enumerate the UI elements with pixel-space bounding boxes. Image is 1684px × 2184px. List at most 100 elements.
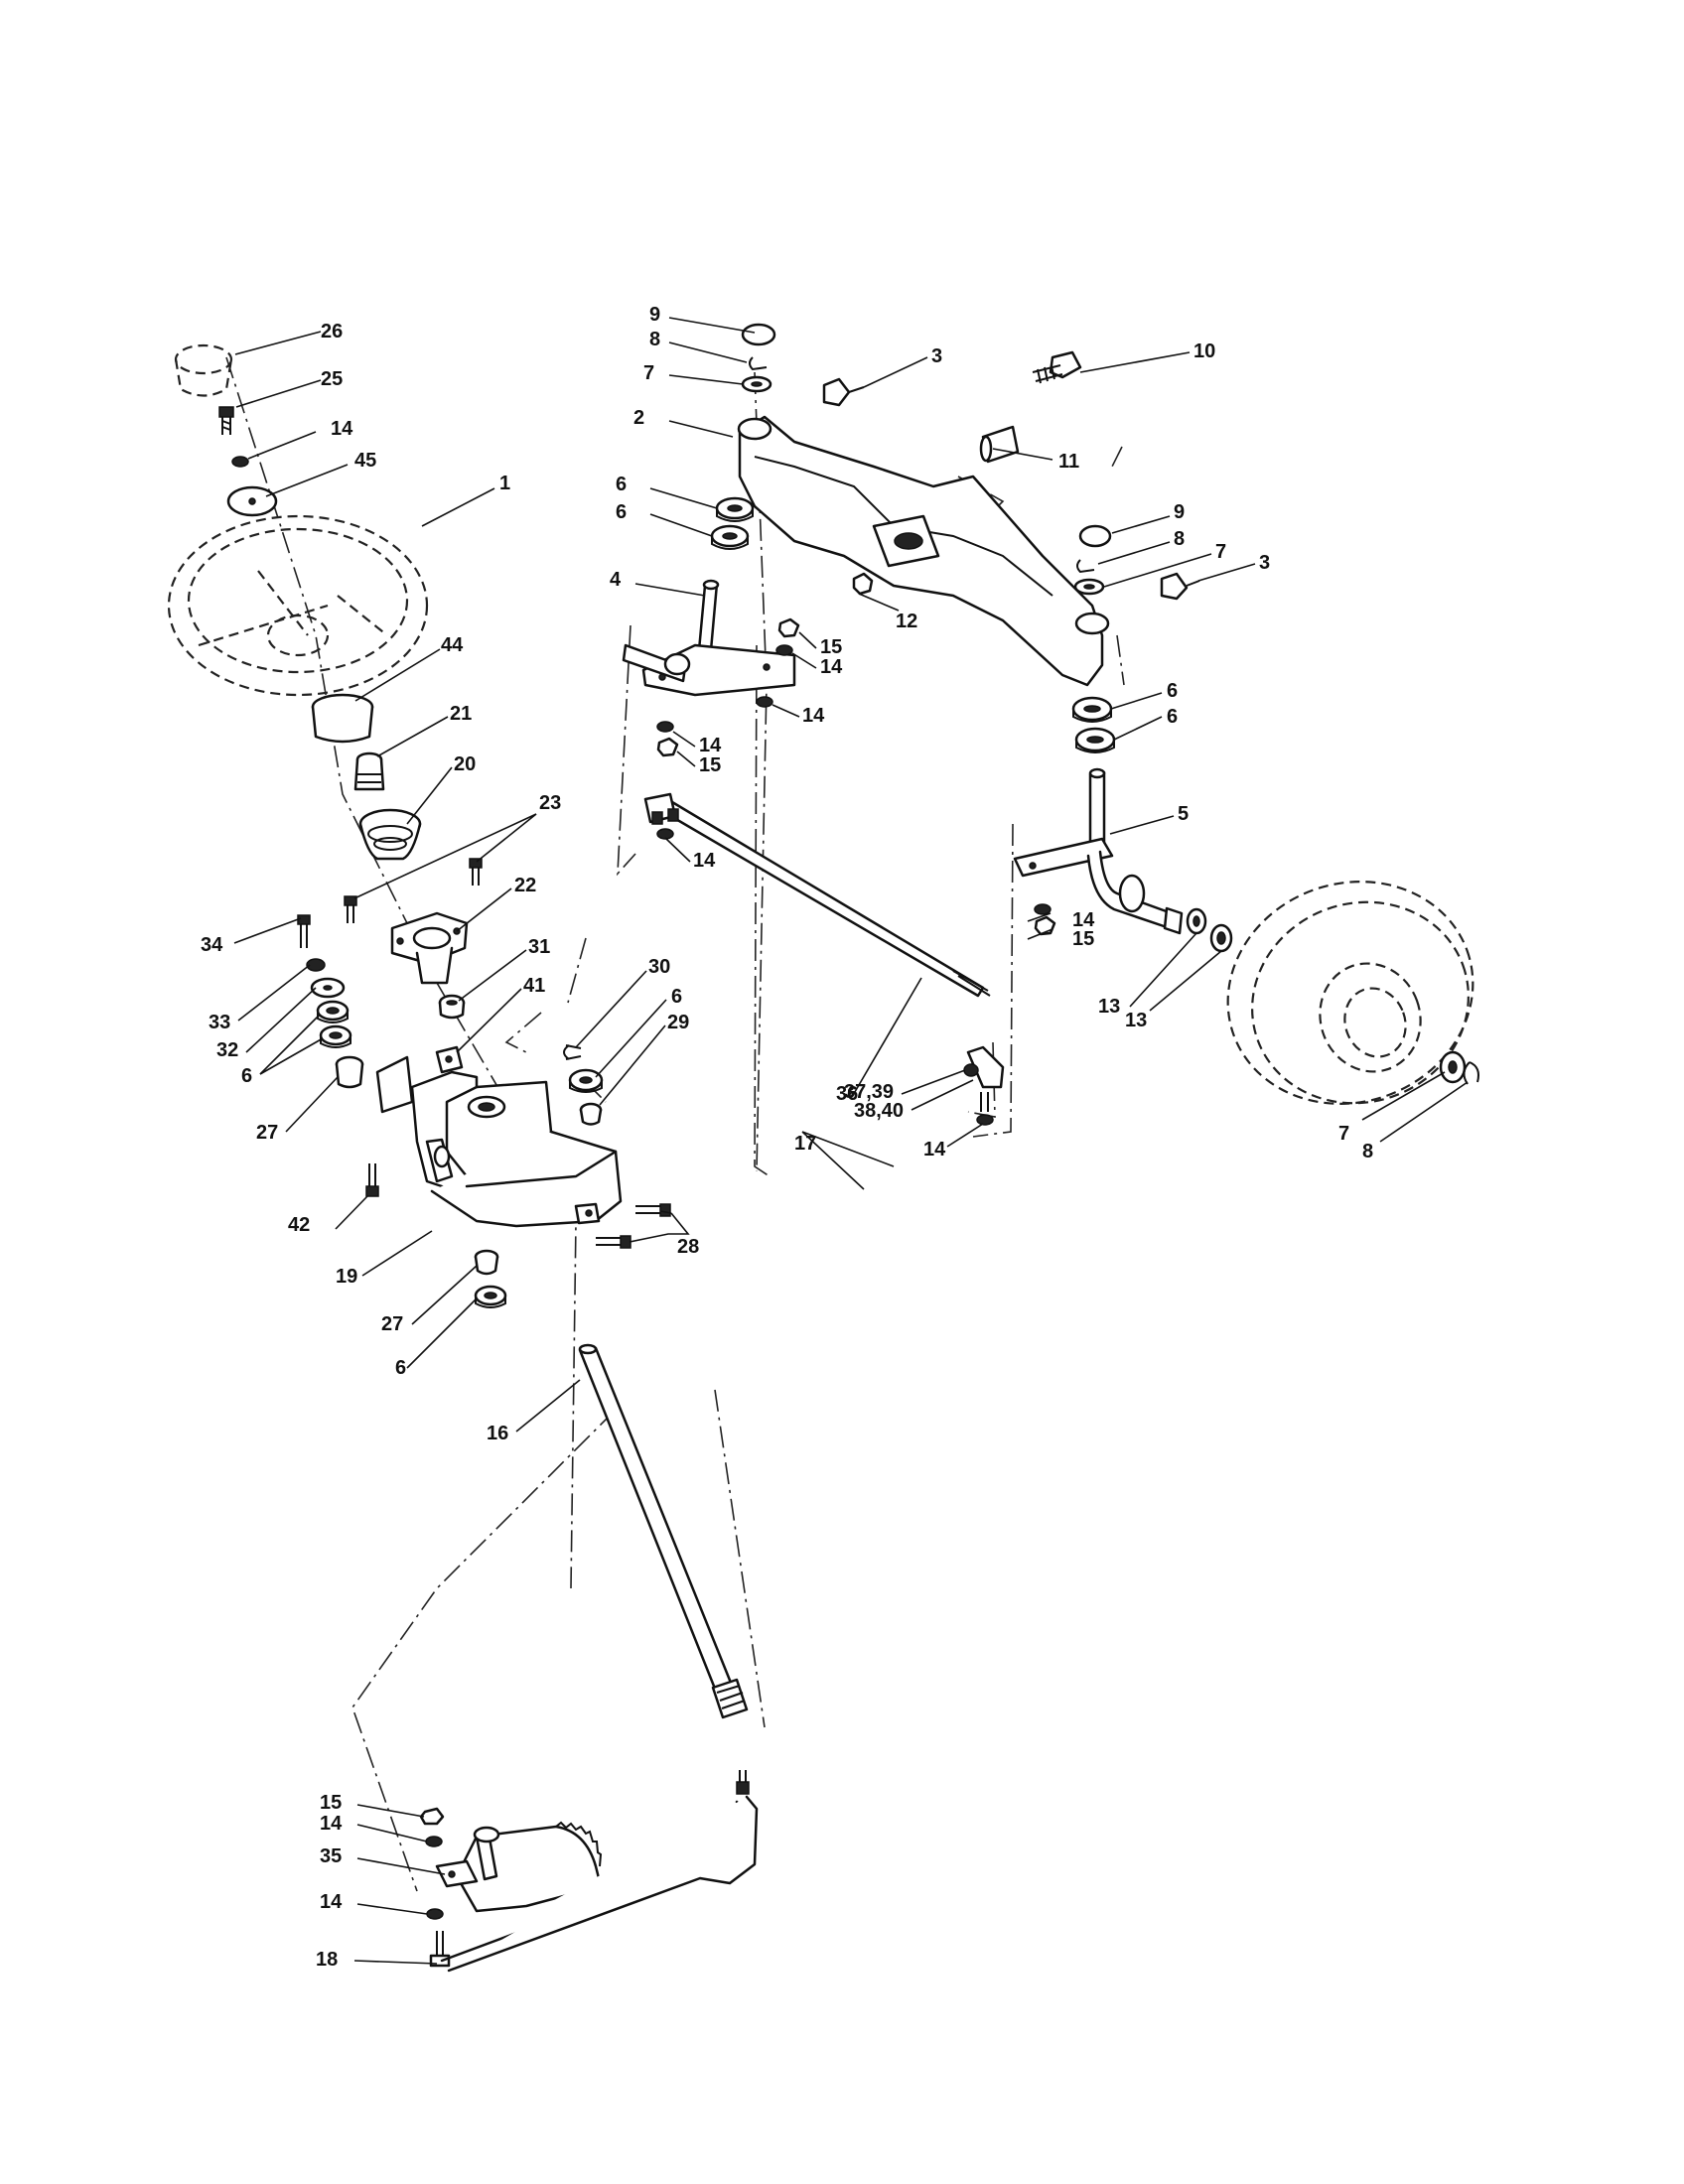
callout-42: 42 bbox=[288, 1214, 310, 1236]
callout-6: 6 bbox=[1167, 680, 1178, 702]
callout-5: 5 bbox=[1178, 803, 1189, 825]
callout-14: 14 bbox=[1072, 909, 1095, 931]
callout-45: 45 bbox=[354, 450, 376, 472]
bushing-6d bbox=[474, 1285, 507, 1308]
nut-15b bbox=[656, 737, 679, 757]
callout-14: 14 bbox=[923, 1139, 946, 1160]
lock-washer-33 bbox=[306, 958, 326, 972]
callout-16: 16 bbox=[487, 1423, 508, 1444]
callout-14: 14 bbox=[820, 656, 843, 678]
washer-13b bbox=[1209, 923, 1233, 953]
bushing-6f bbox=[710, 524, 750, 550]
callout-13: 13 bbox=[1125, 1010, 1147, 1031]
callout-7: 7 bbox=[643, 362, 654, 384]
callout-6: 6 bbox=[395, 1357, 406, 1379]
cap-9a bbox=[741, 323, 776, 346]
steering-cap-part bbox=[174, 343, 233, 397]
callout-21: 21 bbox=[450, 703, 472, 725]
callout-25: 25 bbox=[321, 368, 343, 390]
callout-13: 13 bbox=[1098, 996, 1120, 1018]
washer-14h bbox=[425, 1836, 443, 1847]
callout-44: 44 bbox=[441, 634, 464, 656]
washer-7a bbox=[741, 375, 772, 393]
washer-13a bbox=[1186, 907, 1207, 935]
callout-2: 2 bbox=[633, 407, 644, 429]
steering-bushing-part bbox=[311, 693, 374, 744]
tie-rod-part bbox=[643, 792, 991, 998]
washer-7c bbox=[1439, 1050, 1467, 1084]
callout-27: 27 bbox=[381, 1313, 403, 1335]
callout-23: 23 bbox=[539, 792, 561, 814]
bushing-6b bbox=[319, 1024, 352, 1048]
lock-washer-top bbox=[231, 456, 249, 468]
bushing-31 bbox=[438, 994, 466, 1020]
callout-6: 6 bbox=[241, 1065, 252, 1087]
steering-washer-part bbox=[226, 485, 278, 517]
callout-11: 11 bbox=[1058, 451, 1079, 473]
front-wheel-part bbox=[1226, 881, 1474, 1105]
steering-boot-part bbox=[358, 808, 422, 861]
axle-spacer bbox=[979, 425, 1020, 464]
steering-shaft-part bbox=[578, 1343, 749, 1719]
callout-14: 14 bbox=[320, 1891, 343, 1913]
bushing-6g bbox=[1071, 696, 1113, 723]
callout-22: 22 bbox=[514, 875, 536, 896]
fitting-3a bbox=[822, 377, 865, 407]
callout-9: 9 bbox=[1174, 501, 1185, 523]
callout-15: 15 bbox=[699, 754, 721, 776]
callout-10: 10 bbox=[1193, 341, 1215, 362]
clip-8a bbox=[749, 356, 768, 371]
callout-15: 15 bbox=[320, 1792, 342, 1814]
callout-14: 14 bbox=[331, 418, 353, 440]
callout-6: 6 bbox=[1167, 706, 1178, 728]
callout-19: 19 bbox=[336, 1266, 357, 1288]
bolt-18 bbox=[429, 1931, 451, 1968]
clip-30 bbox=[563, 1044, 582, 1060]
callout-26: 26 bbox=[321, 321, 343, 342]
washer-14f bbox=[1034, 903, 1052, 915]
spacer-27a bbox=[335, 1055, 364, 1089]
leader-lines bbox=[233, 317, 1469, 1965]
callout-8: 8 bbox=[649, 329, 660, 350]
clip-8b bbox=[1076, 559, 1095, 574]
callout-35: 35 bbox=[320, 1845, 342, 1867]
callout-28: 28 bbox=[677, 1236, 699, 1258]
callout-38-40: 38,40 bbox=[854, 1100, 904, 1122]
cap-9b bbox=[1078, 524, 1112, 548]
washer-14i bbox=[426, 1908, 444, 1920]
callout-7: 7 bbox=[1338, 1123, 1349, 1145]
callout-14: 14 bbox=[693, 850, 716, 872]
callout-12: 12 bbox=[896, 611, 917, 632]
callout-6: 6 bbox=[616, 474, 627, 495]
callout-4: 4 bbox=[610, 569, 622, 591]
callout-8: 8 bbox=[1174, 528, 1185, 550]
bushing-6e bbox=[715, 496, 755, 522]
spindle-right bbox=[1013, 767, 1184, 935]
bolts-28 bbox=[596, 1203, 671, 1249]
bushing-6c bbox=[568, 1068, 604, 1093]
callout-31: 31 bbox=[528, 936, 550, 958]
bushing-6a bbox=[316, 1000, 350, 1024]
washer-7b bbox=[1073, 578, 1105, 596]
callout-17: 17 bbox=[794, 1133, 816, 1155]
bolt-34 bbox=[297, 914, 311, 948]
callout-3: 3 bbox=[931, 345, 942, 367]
callout-3: 3 bbox=[1259, 552, 1270, 574]
nut-15a bbox=[777, 617, 800, 638]
callout-41: 41 bbox=[523, 975, 545, 997]
callout-30: 30 bbox=[648, 956, 670, 978]
steering-adapter-part bbox=[353, 751, 385, 791]
steering-support-bracket bbox=[375, 1055, 623, 1228]
callout-14: 14 bbox=[320, 1813, 343, 1835]
nut-15d bbox=[419, 1807, 445, 1826]
callout-labels: 26 25 14 45 1 44 21 20 23 22 34 33 32 6 … bbox=[201, 304, 1373, 1971]
drag-link-part bbox=[440, 1770, 759, 1973]
callout-6: 6 bbox=[616, 501, 627, 523]
washer-32 bbox=[310, 977, 346, 999]
steering-wheel-part bbox=[167, 514, 429, 697]
fitting-3b bbox=[1160, 572, 1200, 601]
callout-34: 34 bbox=[201, 934, 223, 956]
spacer-29 bbox=[579, 1102, 603, 1126]
callout-7: 7 bbox=[1215, 541, 1226, 563]
callout-29: 29 bbox=[667, 1012, 689, 1033]
